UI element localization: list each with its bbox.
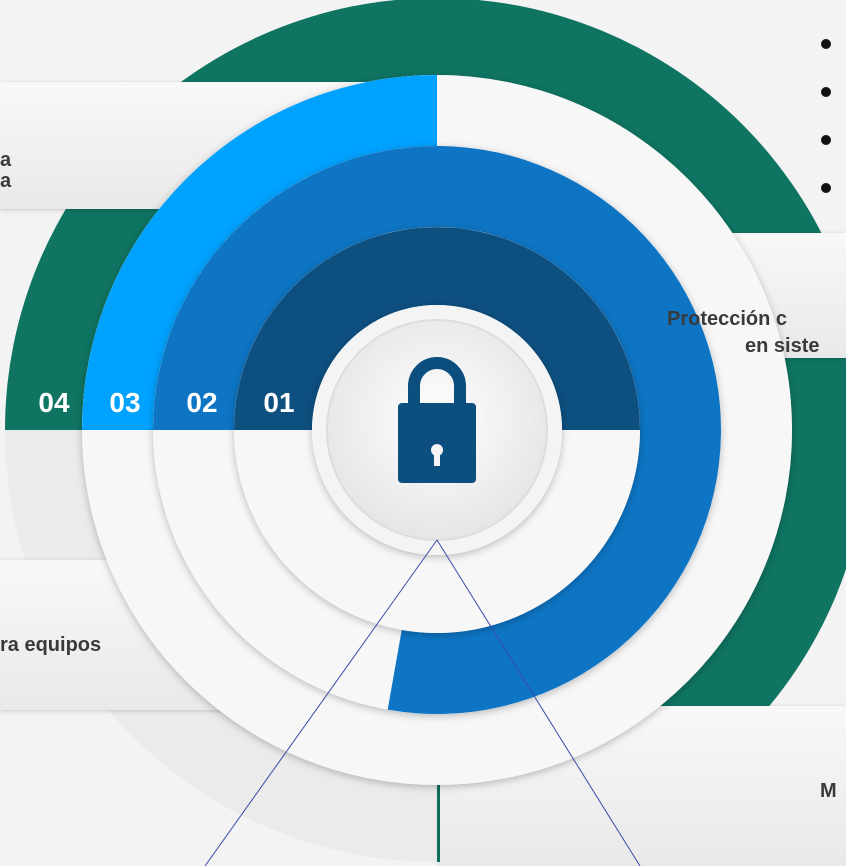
bullet-1 bbox=[821, 39, 831, 49]
ring-03-arc bbox=[82, 75, 437, 430]
ring-01-arc bbox=[234, 227, 640, 430]
bullet-2 bbox=[821, 87, 831, 97]
bullet-3 bbox=[821, 135, 831, 145]
bottom-left-text: ra equipos bbox=[0, 634, 101, 656]
lock-icon bbox=[398, 357, 476, 483]
right-text-line1: Protección c bbox=[667, 308, 787, 330]
lock-body bbox=[398, 403, 476, 483]
right-text-line2: en siste bbox=[745, 335, 819, 357]
segment-number-02: 02 bbox=[186, 387, 217, 418]
segment-number-03: 03 bbox=[109, 387, 140, 418]
bullet-4 bbox=[821, 183, 831, 193]
segment-number-04: 04 bbox=[38, 387, 70, 418]
pointer-line-left bbox=[204, 539, 438, 866]
bottom-right-text: M bbox=[820, 780, 837, 802]
bullet-list bbox=[821, 39, 831, 193]
lock-keyhole-slot bbox=[434, 452, 440, 466]
pointer-line-right bbox=[436, 539, 641, 866]
segment-number-01: 01 bbox=[263, 387, 294, 418]
lock-shackle bbox=[408, 357, 466, 413]
top-left-text-line1: a bbox=[0, 149, 12, 171]
top-left-text-line2: a bbox=[0, 170, 12, 192]
